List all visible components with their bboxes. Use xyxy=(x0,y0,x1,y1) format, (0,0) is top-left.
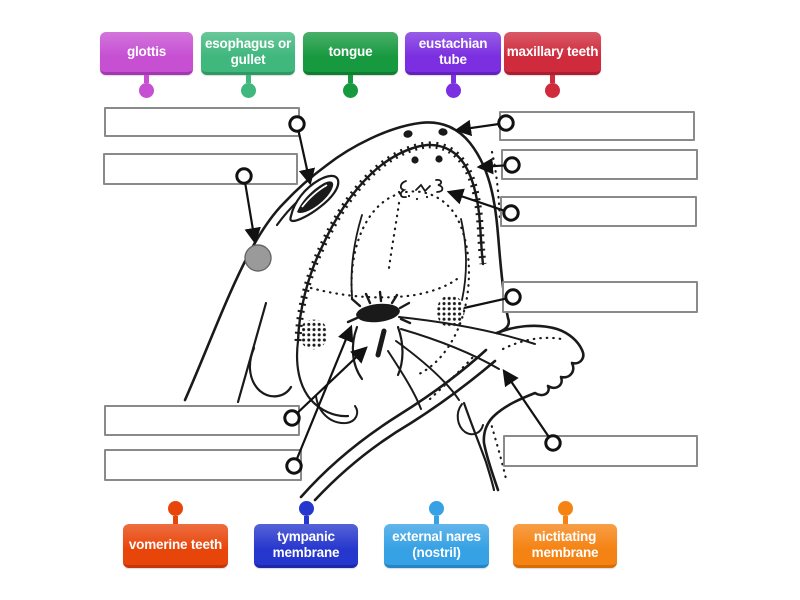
forelimb-outline xyxy=(482,324,585,492)
glottis-slit xyxy=(375,328,387,358)
tag-eustachian-tube[interactable]: eustachian tube xyxy=(405,32,501,98)
tag-pin-stem xyxy=(562,516,568,524)
tag-pin-dot xyxy=(343,83,358,98)
tag-external-nares[interactable]: external nares (nostril) xyxy=(384,501,489,568)
vomerine-teeth-marks xyxy=(399,178,444,199)
palate-dotted-outline xyxy=(350,190,471,377)
answer-box-right-4[interactable] xyxy=(502,281,698,313)
eye xyxy=(289,174,340,223)
tag-pin-dot xyxy=(168,501,183,516)
tag-external-nares-label[interactable]: external nares (nostril) xyxy=(384,524,489,568)
answer-box-left-2[interactable] xyxy=(103,153,298,185)
tag-pin-dot xyxy=(429,501,444,516)
internal-naris-left xyxy=(411,156,419,164)
target-pin-right-1[interactable] xyxy=(497,114,515,132)
answer-box-left-1[interactable] xyxy=(104,107,300,137)
tag-pin-stem xyxy=(450,75,456,83)
tag-pin-dot xyxy=(298,501,314,516)
tag-pin-dot xyxy=(545,83,560,98)
maxillary-teeth-band xyxy=(294,141,487,342)
tympanic-membrane-spot xyxy=(244,244,272,272)
answer-box-bottom-left-1[interactable] xyxy=(104,405,300,436)
tag-esophagus-or-gullet[interactable]: esophagus or gullet xyxy=(201,32,295,98)
tag-pin-stem xyxy=(550,75,555,83)
tag-maxillary-label[interactable]: maxillary teeth xyxy=(504,32,601,75)
tag-vomerine-label[interactable]: vomerine teeth xyxy=(123,524,228,568)
tag-pin-dot xyxy=(557,501,573,516)
tag-glottis[interactable]: glottis xyxy=(100,32,193,98)
tag-eustachian-label[interactable]: eustachian tube xyxy=(405,32,501,75)
answer-box-right-1[interactable] xyxy=(499,111,695,141)
glottis-blob xyxy=(356,303,400,323)
tag-pin-stem xyxy=(434,516,439,524)
answer-box-right-3[interactable] xyxy=(500,196,697,227)
tag-pin-stem xyxy=(245,75,251,83)
answer-box-bottom-left-2[interactable] xyxy=(104,449,302,481)
target-pin-right-3[interactable] xyxy=(502,204,520,222)
head-outline xyxy=(183,121,511,402)
tag-tongue-label[interactable]: tongue xyxy=(303,32,398,75)
target-pin-bottom-left-2[interactable] xyxy=(285,457,303,475)
tag-glottis-label[interactable]: glottis xyxy=(100,32,193,75)
target-pin-left-2[interactable] xyxy=(235,167,253,185)
tag-pin-stem xyxy=(348,75,353,83)
tag-tongue[interactable]: tongue xyxy=(303,32,398,98)
eustachian-patch-left xyxy=(300,319,328,350)
answer-box-bottom-right-1[interactable] xyxy=(503,435,698,467)
eustachian-patch-right xyxy=(437,295,465,328)
tag-tympanic-label[interactable]: tympanic membrane xyxy=(254,524,358,568)
answer-box-right-2[interactable] xyxy=(501,149,698,180)
tag-nictitating-membrane[interactable]: nictitating membrane xyxy=(513,501,617,568)
target-pin-bottom-left-1[interactable] xyxy=(283,409,301,427)
tag-pin-stem xyxy=(144,75,149,83)
external-naris-right xyxy=(438,128,448,136)
tag-pin-stem xyxy=(303,516,309,524)
tag-vomerine-teeth[interactable]: vomerine teeth xyxy=(123,501,228,568)
tag-pin-stem xyxy=(173,516,178,524)
tag-nictitating-label[interactable]: nictitating membrane xyxy=(513,524,617,568)
internal-naris-right xyxy=(435,155,443,163)
external-naris-left xyxy=(403,130,413,138)
tag-esophagus-label[interactable]: esophagus or gullet xyxy=(201,32,295,75)
target-pin-right-4[interactable] xyxy=(504,288,522,306)
tag-pin-dot xyxy=(445,83,461,98)
target-pin-left-1[interactable] xyxy=(288,115,306,133)
tag-pin-dot xyxy=(139,83,154,98)
tag-tympanic-membrane[interactable]: tympanic membrane xyxy=(254,501,358,568)
tag-pin-dot xyxy=(240,83,256,98)
target-pin-right-2[interactable] xyxy=(503,156,521,174)
tag-maxillary-teeth[interactable]: maxillary teeth xyxy=(504,32,601,98)
target-pin-bottom-right-1[interactable] xyxy=(544,434,562,452)
